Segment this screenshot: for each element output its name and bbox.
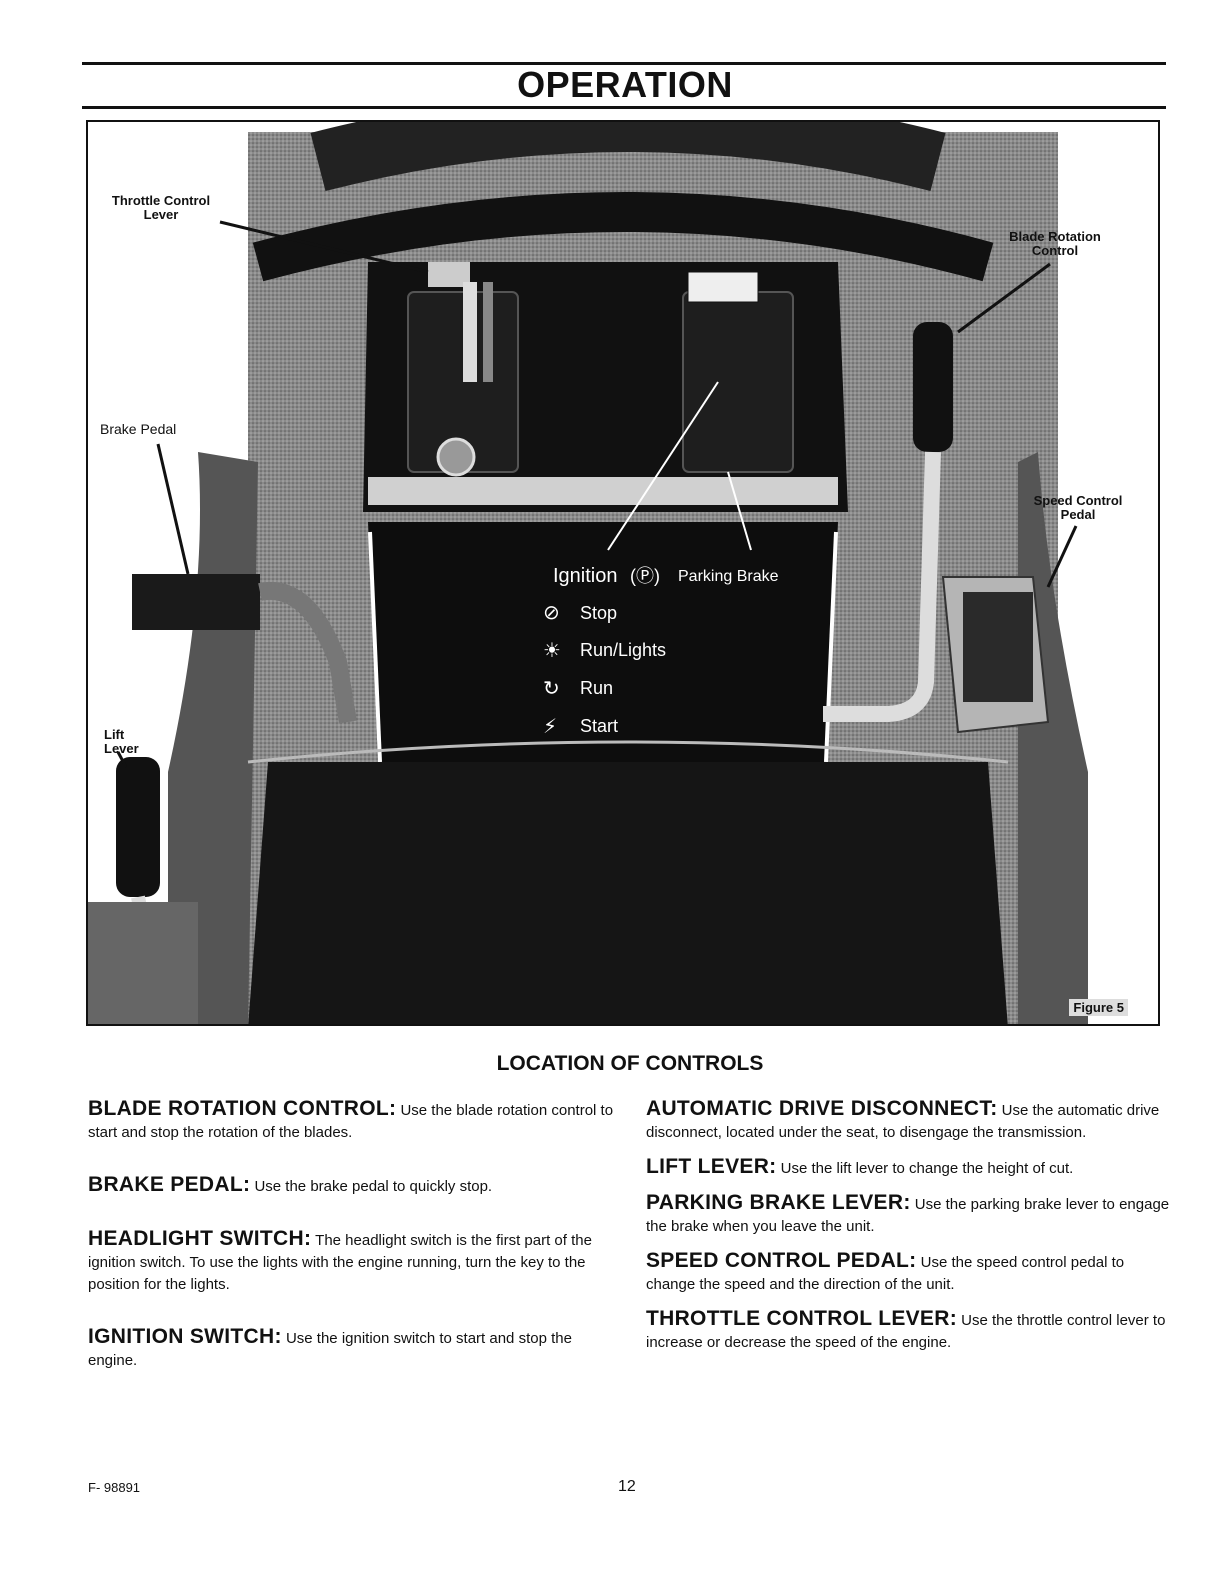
term: BLADE ROTATION CONTROL:: [88, 1097, 397, 1120]
entry-parking-brake-lever: PARKING BRAKE LEVER: Use the parking bra…: [646, 1192, 1174, 1238]
panel-run-lights-label: Run/Lights: [580, 640, 666, 660]
seat: [248, 762, 1008, 1024]
callout-speed-control-pedal: Speed Control Pedal: [1033, 493, 1123, 522]
entry-speed-control-pedal: SPEED CONTROL PEDAL: Use the speed contr…: [646, 1250, 1174, 1296]
term: IGNITION SWITCH:: [88, 1325, 282, 1348]
run-icon: ↻: [543, 676, 560, 700]
choke-knob: [436, 437, 476, 477]
entry-headlight-switch: HEADLIGHT SWITCH: The headlight switch i…: [88, 1228, 616, 1296]
panel-parking-brake-label: Parking Brake: [678, 568, 779, 585]
ignition-label-panel: [368, 522, 838, 762]
lights-icon: ☀: [543, 638, 561, 662]
parking-brake-leader-line: [727, 471, 752, 551]
right-column: AUTOMATIC DRIVE DISCONNECT: Use the auto…: [646, 1098, 1174, 1354]
brake-leader-line: [156, 443, 190, 575]
lift-lever: [116, 757, 160, 897]
definition: Use the lift lever to change the height …: [780, 1160, 1074, 1177]
page-number: 12: [618, 1478, 636, 1495]
entry-lift-lever: LIFT LEVER: Use the lift lever to change…: [646, 1156, 1174, 1180]
left-column: BLADE ROTATION CONTROL: Use the blade ro…: [88, 1098, 616, 1372]
panel-parking-brake-icon: (Ⓟ): [630, 566, 660, 586]
speed-leader-line: [1046, 525, 1078, 588]
document-code: F- 98891: [88, 1480, 141, 1495]
definition: Use the speed control pedal to change th…: [646, 1254, 1125, 1293]
entry-brake-pedal: BRAKE PEDAL: Use the brake pedal to quic…: [88, 1174, 616, 1198]
title-underline: [82, 106, 1166, 109]
lift-leader-line: [116, 751, 128, 768]
entry-blade-rotation-control: BLADE ROTATION CONTROL: Use the blade ro…: [88, 1098, 616, 1144]
term: LIFT LEVER:: [646, 1155, 777, 1178]
term: THROTTLE CONTROL LEVER:: [646, 1307, 957, 1330]
console-trim: [368, 477, 838, 505]
blade-rotation-lever: [913, 322, 953, 452]
panel-run-label: Run: [580, 678, 613, 698]
brake-pedal-pad: [132, 574, 260, 630]
term: AUTOMATIC DRIVE DISCONNECT:: [646, 1097, 998, 1120]
definition: Use the brake pedal to quickly stop.: [254, 1178, 493, 1195]
definition: The headlight switch is the first part o…: [88, 1232, 592, 1293]
entry-throttle-control-lever: THROTTLE CONTROL LEVER: Use the throttle…: [646, 1308, 1174, 1354]
ignition-panel: [682, 291, 794, 473]
ignition-leader-line: [607, 381, 719, 551]
panel-ignition-label: Ignition: [553, 565, 618, 587]
term: SPEED CONTROL PEDAL:: [646, 1249, 917, 1272]
tractor-controls-drawing: Ignition (Ⓟ) Parking Brake ⊘ Stop ☀ Run/…: [88, 122, 1158, 1024]
term: HEADLIGHT SWITCH:: [88, 1227, 312, 1250]
callout-throttle-control-lever: Throttle Control Lever: [111, 193, 211, 222]
top-rule: [82, 62, 1166, 65]
figure-controls-illustration: Ignition (Ⓟ) Parking Brake ⊘ Stop ☀ Run/…: [86, 120, 1160, 1026]
entry-automatic-drive-disconnect: AUTOMATIC DRIVE DISCONNECT: Use the auto…: [646, 1098, 1174, 1144]
blade-leader-line: [957, 262, 1051, 334]
callout-lift-lever: Lift Lever: [104, 727, 139, 756]
term: BRAKE PEDAL:: [88, 1173, 251, 1196]
term: PARKING BRAKE LEVER:: [646, 1191, 911, 1214]
page-title: OPERATION: [517, 64, 733, 105]
start-icon: ⚡: [543, 714, 557, 738]
throttle-leader-line: [219, 220, 429, 274]
entry-ignition-switch: IGNITION SWITCH: Use the ignition switch…: [88, 1326, 616, 1372]
definition: Use the throttle control lever to increa…: [646, 1312, 1166, 1351]
callout-brake-pedal: Brake Pedal: [100, 421, 177, 437]
panel-start-label: Start: [580, 716, 618, 736]
ignition-switch-body: [687, 271, 759, 303]
definition: Use the parking brake lever to engage th…: [646, 1196, 1170, 1235]
stop-icon: ⊘: [543, 600, 560, 624]
definition: Use the ignition switch to start and sto…: [88, 1330, 572, 1369]
definition: Use the automatic drive disconnect, loca…: [646, 1102, 1160, 1141]
callout-blade-rotation-control: Blade Rotation Control: [1009, 229, 1101, 258]
panel-stop-label: Stop: [580, 603, 617, 623]
figure-caption: Figure 5: [1069, 999, 1128, 1016]
definition: Use the blade rotation control to start …: [88, 1102, 614, 1141]
section-heading: LOCATION OF CONTROLS: [496, 1052, 764, 1075]
steering-wheel: [252, 192, 994, 282]
